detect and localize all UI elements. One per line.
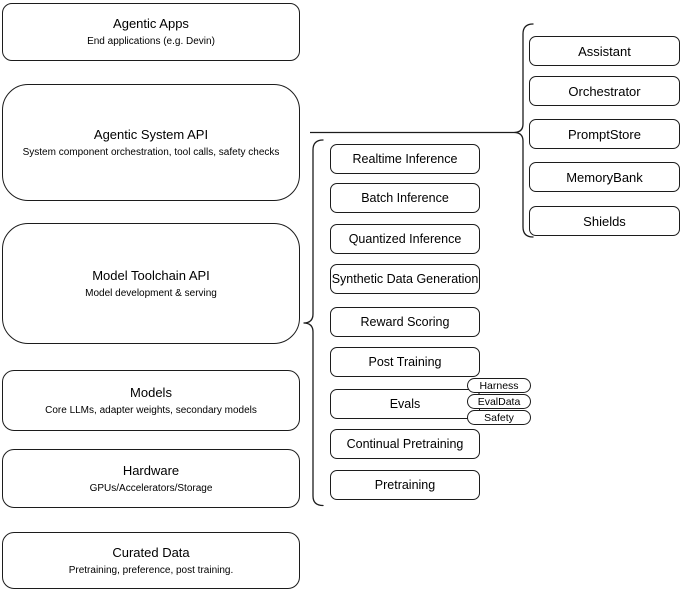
node-label: PromptStore [568, 126, 641, 142]
node-title: Models [130, 384, 172, 400]
node-label: Evals [389, 397, 421, 411]
node-subtitle: Core LLMs, adapter weights, secondary mo… [45, 404, 257, 416]
node-label: Quantized Inference [348, 232, 462, 246]
node-label: Post Training [368, 355, 442, 369]
node-model-toolchain-api: Model Toolchain API Model development & … [2, 223, 300, 344]
node-pretraining: Pretraining [330, 470, 480, 500]
node-label: MemoryBank [566, 169, 643, 185]
node-subtitle: GPUs/Accelerators/Storage [89, 482, 213, 494]
node-subtitle: Model development & serving [85, 287, 217, 299]
node-models: Models Core LLMs, adapter weights, secon… [2, 370, 300, 431]
tag-label: Safety [484, 411, 514, 424]
node-promptstore: PromptStore [529, 119, 680, 149]
node-label: Pretraining [374, 478, 436, 492]
node-label: Orchestrator [568, 83, 641, 99]
node-subtitle: System component orchestration, tool cal… [22, 146, 280, 158]
node-label: Synthetic Data Generation [331, 272, 479, 286]
node-title: Model Toolchain API [92, 267, 210, 283]
node-synthetic-data-generation: Synthetic Data Generation [330, 264, 480, 294]
node-label: Batch Inference [361, 191, 449, 205]
node-title: Agentic Apps [113, 16, 189, 31]
node-label: Shields [583, 213, 626, 229]
node-orchestrator: Orchestrator [529, 76, 680, 106]
node-title: Curated Data [112, 544, 190, 560]
node-evals: Evals [330, 389, 480, 419]
node-subtitle: End applications (e.g. Devin) [87, 36, 215, 47]
node-batch-inference: Batch Inference [330, 183, 480, 213]
node-label: Reward Scoring [360, 315, 450, 329]
node-label: Realtime Inference [352, 152, 458, 166]
tag-safety: Safety [467, 410, 531, 425]
node-agentic-system-api: Agentic System API System component orch… [2, 84, 300, 201]
node-memorybank: MemoryBank [529, 162, 680, 192]
tag-evaldata: EvalData [467, 394, 531, 409]
system-components-brace [513, 23, 534, 238]
node-label: Assistant [578, 43, 631, 59]
node-continual-pretraining: Continual Pretraining [330, 429, 480, 459]
node-post-training: Post Training [330, 347, 480, 377]
node-title: Hardware [122, 462, 180, 478]
node-curated-data: Curated Data Pretraining, preference, po… [2, 532, 300, 589]
node-assistant: Assistant [529, 36, 680, 66]
node-title: Agentic System API [93, 126, 209, 142]
node-realtime-inference: Realtime Inference [330, 144, 480, 174]
node-agentic-apps: Agentic Apps End applications (e.g. Devi… [2, 3, 300, 61]
node-reward-scoring: Reward Scoring [330, 307, 480, 337]
node-shields: Shields [529, 206, 680, 236]
node-subtitle: Pretraining, preference, post training. [68, 564, 234, 576]
toolchain-components-brace [303, 139, 324, 507]
tag-label: Harness [479, 379, 519, 392]
node-hardware: Hardware GPUs/Accelerators/Storage [2, 449, 300, 508]
tag-harness: Harness [467, 378, 531, 393]
node-quantized-inference: Quantized Inference [330, 224, 480, 254]
node-label: Continual Pretraining [346, 437, 464, 451]
tag-label: EvalData [477, 395, 521, 408]
